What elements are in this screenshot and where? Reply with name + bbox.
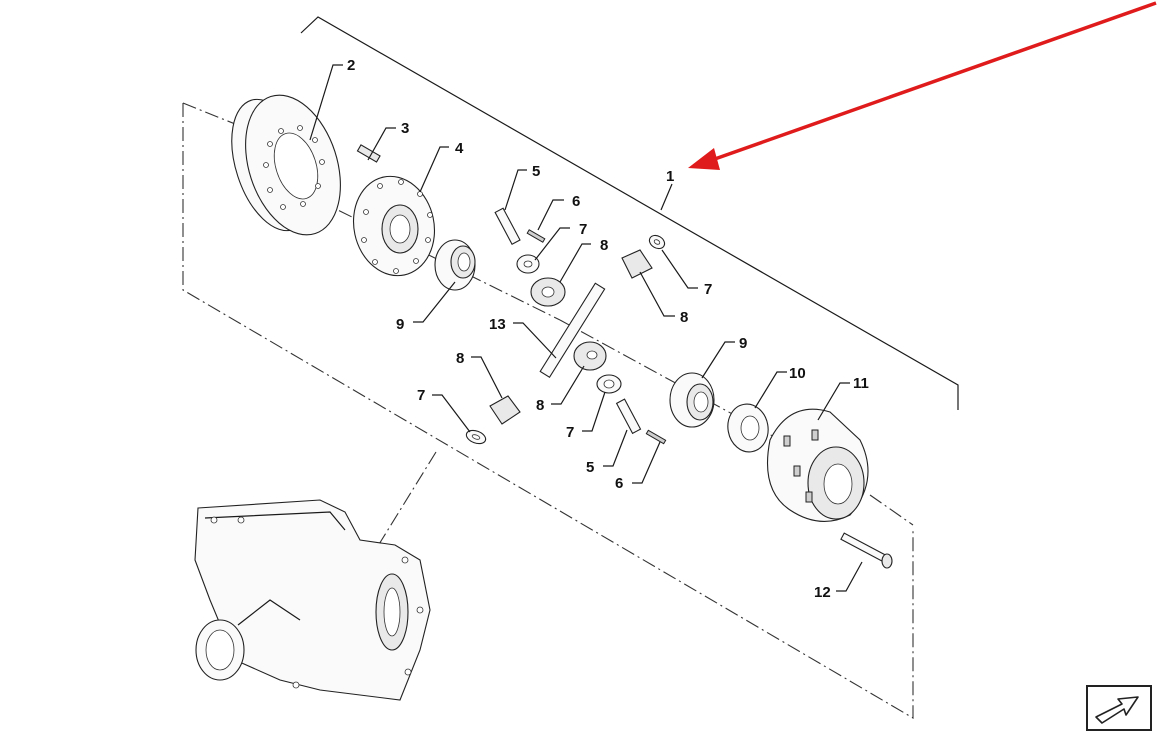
- label-4: 4: [455, 140, 464, 157]
- thrust-washer-a: [516, 254, 540, 274]
- label-11: 11: [853, 375, 869, 392]
- axle-housing: [194, 499, 431, 701]
- label-8-left: 8: [456, 350, 464, 367]
- cross-shaft: [539, 282, 606, 379]
- housing-bolt: [840, 532, 893, 569]
- roll-pin-lower: [645, 429, 667, 445]
- label-9-upper: 9: [396, 316, 404, 333]
- thrust-plate: [727, 403, 769, 453]
- label-8-upper: 8: [600, 237, 608, 254]
- forward-arrow-icon: [1095, 696, 1139, 724]
- label-13: 13: [489, 316, 506, 333]
- thrust-washer-d: [465, 429, 487, 445]
- dowel-pin: [356, 144, 381, 163]
- callout-labels: 1 2 3 4 5 6 7 8 7 8 9 13 8 9 10 11 7 8 7…: [347, 57, 869, 601]
- label-6-upper: 6: [572, 193, 580, 210]
- cross-pin-lower: [615, 398, 642, 435]
- label-5-upper: 5: [532, 163, 540, 180]
- pinion-gear-a: [530, 277, 566, 307]
- side-gear-upper: [434, 239, 476, 291]
- label-7-left: 7: [417, 387, 425, 404]
- differential-flange: [352, 175, 436, 277]
- label-7-upper: 7: [579, 221, 587, 238]
- label-8-center: 8: [536, 397, 544, 414]
- label-1: 1: [666, 168, 674, 185]
- label-2: 2: [347, 57, 355, 74]
- pinion-gear-d: [489, 395, 521, 425]
- label-10: 10: [789, 365, 806, 382]
- brake-disc: [231, 94, 341, 236]
- leader-lines: [309, 64, 863, 592]
- thrust-washer-c: [596, 374, 622, 394]
- roll-pin-upper: [526, 229, 546, 243]
- label-8-right: 8: [680, 309, 688, 326]
- label-3: 3: [401, 120, 409, 137]
- cross-pin-upper: [494, 207, 521, 245]
- label-5-lower: 5: [586, 459, 594, 476]
- pinion-gear-b: [621, 249, 653, 279]
- label-12: 12: [814, 584, 831, 601]
- thrust-washer-b: [648, 234, 666, 250]
- navigation-button[interactable]: [1086, 685, 1152, 731]
- differential-housing: [767, 408, 869, 522]
- label-6-lower: 6: [615, 475, 623, 492]
- side-gear-lower: [669, 372, 715, 428]
- assembly-bracket: [300, 16, 959, 410]
- label-7-right: 7: [704, 281, 712, 298]
- red-pointer-arrow: [688, 1, 1157, 170]
- label-7-center: 7: [566, 424, 574, 441]
- pinion-gear-c: [573, 341, 607, 371]
- label-9-lower: 9: [739, 335, 747, 352]
